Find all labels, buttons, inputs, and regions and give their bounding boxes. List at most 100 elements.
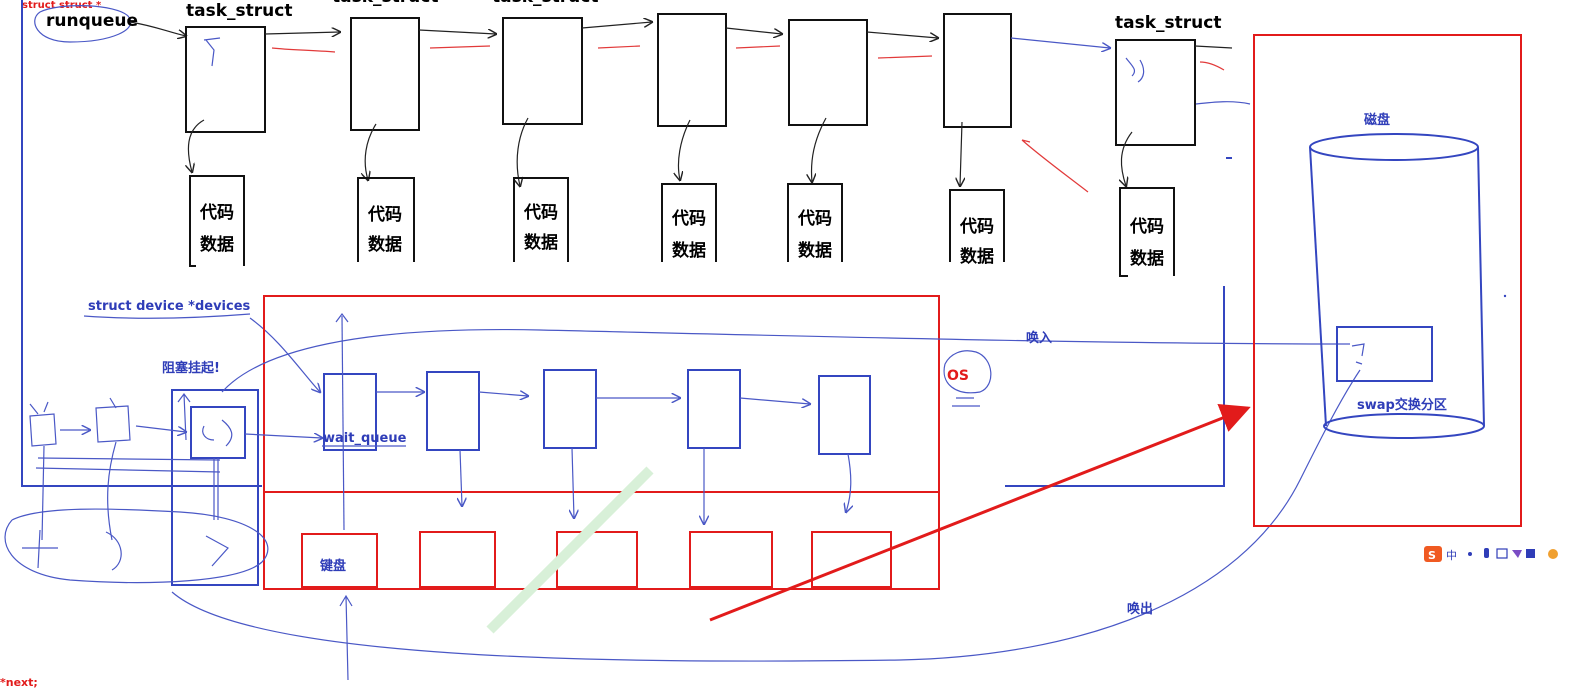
code-label-1: 代码 — [199, 202, 234, 223]
wait-link-4 — [739, 397, 810, 404]
ime-grid-icon[interactable] — [1526, 549, 1535, 558]
wait-pcb-3 — [543, 369, 597, 449]
prev-arrow-6 — [1199, 61, 1225, 71]
task-struct-label-2: task_struct — [332, 0, 438, 7]
code-arrow-3 — [517, 117, 529, 186]
code-data-box-2 — [357, 177, 415, 262]
code-data-box-5 — [787, 183, 843, 262]
keyboard-up-arrow — [339, 594, 353, 681]
os-label: OS — [947, 368, 969, 384]
left-arrow-2 — [135, 425, 186, 432]
swap-out-label: 唤出 — [1127, 601, 1153, 617]
next-arrow-5 — [866, 31, 938, 38]
device-5 — [811, 531, 892, 588]
code-label-2: 代码 — [367, 204, 402, 225]
left-vert-1 — [41, 445, 45, 541]
prev-arrow-1 — [271, 47, 336, 53]
ime-punct-icon[interactable] — [1468, 552, 1472, 556]
task-struct-box-1 — [185, 26, 266, 133]
data-label-3: 数据 — [524, 232, 558, 253]
device-4 — [689, 531, 773, 588]
code-label-7: 代码 — [1129, 216, 1164, 237]
data-label-5: 数据 — [798, 240, 832, 261]
ime-logo-icon[interactable] — [1424, 546, 1442, 562]
wait-down-1 — [460, 449, 462, 506]
code-data-box-7 — [1119, 187, 1175, 277]
left-proc-1 — [29, 401, 57, 447]
code-data-box-6 — [949, 189, 1005, 262]
disk-label: 磁盘 — [1364, 112, 1390, 128]
left-vert-2 — [107, 441, 117, 541]
left-hline-1 — [37, 457, 221, 461]
next-arrow-1 — [264, 32, 340, 34]
os-underline — [952, 397, 980, 407]
task-struct-box-2 — [350, 17, 420, 131]
pcb-row: task_struct task_struct task_struct task… — [185, 0, 1251, 277]
data-label-4: 数据 — [672, 240, 706, 261]
wait-pcb-4 — [687, 369, 741, 449]
ime-mic-icon[interactable] — [1484, 548, 1489, 558]
ime-keyboard-icon[interactable] — [1496, 548, 1508, 559]
blocked-pcb — [190, 406, 246, 459]
code-label-3: 代码 — [523, 202, 558, 223]
pcb-outgoing-blue — [1195, 101, 1251, 105]
swap-out-curve — [171, 369, 1361, 662]
device-keyboard — [301, 533, 378, 588]
prev-arrow-2 — [429, 45, 491, 49]
swap-in-curve — [221, 328, 1351, 393]
prev-arrow-3 — [597, 45, 641, 49]
blocked-pcb-scribble — [202, 419, 233, 447]
devices-label: struct device *devices — [88, 299, 251, 314]
left-oval — [4, 508, 269, 584]
task-struct-label-1: task_struct — [186, 1, 292, 21]
ime-avatar-icon[interactable] — [1548, 549, 1558, 559]
ime-toolbar[interactable]: S 中 — [1424, 546, 1558, 562]
blocked-label: 阻塞挂起! — [162, 360, 220, 376]
code-arrow-7 — [1121, 131, 1133, 186]
data-label-1: 数据 — [200, 234, 234, 255]
highlight-arrow — [709, 403, 1251, 622]
swap-partition-scribble — [1351, 343, 1365, 365]
runqueue-circle — [34, 5, 132, 43]
code-data-box-1 — [189, 175, 245, 267]
pcb-scribble-1 — [203, 37, 221, 67]
wait-pcb-2 — [426, 371, 480, 451]
code-data-box-4 — [661, 183, 717, 262]
swap-area-label: swap交换分区 — [1357, 397, 1447, 413]
ime-skin-icon[interactable] — [1512, 550, 1522, 558]
code-label-4: 代码 — [671, 208, 706, 229]
blocked-up-arrow — [177, 393, 191, 441]
devices-arrow — [249, 317, 320, 392]
left-oval-inner — [105, 531, 122, 571]
left-oval-cross — [22, 529, 229, 569]
wait-down-2 — [572, 447, 574, 518]
disk-cylinder — [1309, 133, 1485, 439]
code-label-6: 代码 — [959, 216, 994, 237]
swap-in-label: 唤入 — [1026, 330, 1052, 346]
next-arrow-7 — [1194, 45, 1233, 49]
ime-logo-text: S — [1428, 549, 1436, 562]
disk-dot — [1503, 294, 1507, 298]
keyboard-vertical — [341, 315, 345, 531]
os-frame-outline — [21, 0, 262, 487]
task-struct-box-7 — [1115, 39, 1196, 146]
ime-lang-toggle[interactable]: 中 — [1446, 549, 1457, 562]
task-struct-label-3: task_struct — [492, 0, 598, 7]
prev-arrow-5 — [877, 55, 933, 59]
blocked-column — [171, 389, 259, 586]
next-arrow-6 — [1010, 37, 1110, 48]
code-data-box-3 — [513, 177, 569, 262]
wait-down-4 — [846, 453, 851, 512]
runqueue-label: runqueue — [46, 11, 138, 31]
wait-pcb-1 — [323, 373, 377, 451]
device-2 — [419, 531, 496, 588]
device-3 — [556, 531, 638, 588]
code-arrow-4 — [678, 119, 691, 180]
keyboard-label: 键盘 — [319, 558, 346, 574]
runqueue-arrow — [129, 21, 186, 36]
data-label-6: 数据 — [960, 246, 994, 267]
next-arrow-3 — [581, 22, 652, 29]
blocked-to-wait-arrow — [244, 434, 322, 438]
next-arrow-2 — [418, 30, 496, 34]
task-struct-box-3 — [502, 17, 583, 125]
